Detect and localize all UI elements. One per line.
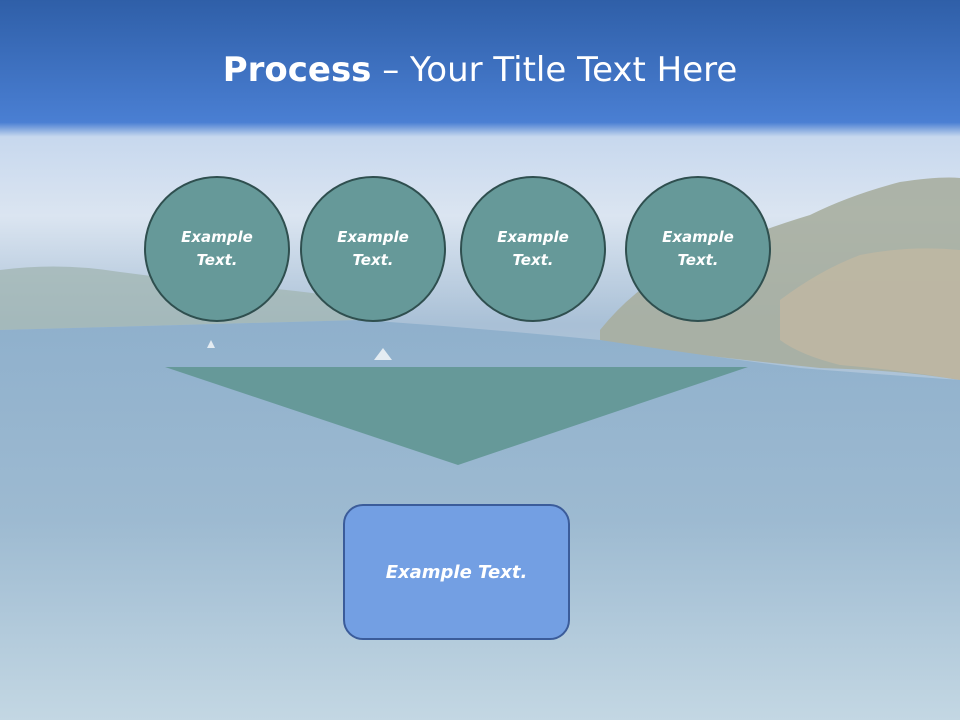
- process-step-circle-1: Example Text.: [144, 176, 290, 322]
- circle-2-label: Example Text.: [337, 228, 409, 269]
- funnel-triangle: [165, 367, 748, 465]
- slide-title: Process – Your Title Text Here: [0, 50, 960, 90]
- circle-1-label: Example Text.: [181, 228, 253, 269]
- circle-4-label: Example Text.: [662, 228, 734, 269]
- result-box-label: Example Text.: [385, 561, 528, 583]
- title-bold: Process: [222, 50, 372, 90]
- title-rest: – Your Title Text Here: [371, 50, 738, 90]
- circle-3-label: Example Text.: [497, 228, 569, 269]
- process-step-circle-3: Example Text.: [460, 176, 606, 322]
- process-step-circle-2: Example Text.: [300, 176, 446, 322]
- process-step-circle-4: Example Text.: [625, 176, 771, 322]
- result-box: Example Text.: [343, 504, 570, 640]
